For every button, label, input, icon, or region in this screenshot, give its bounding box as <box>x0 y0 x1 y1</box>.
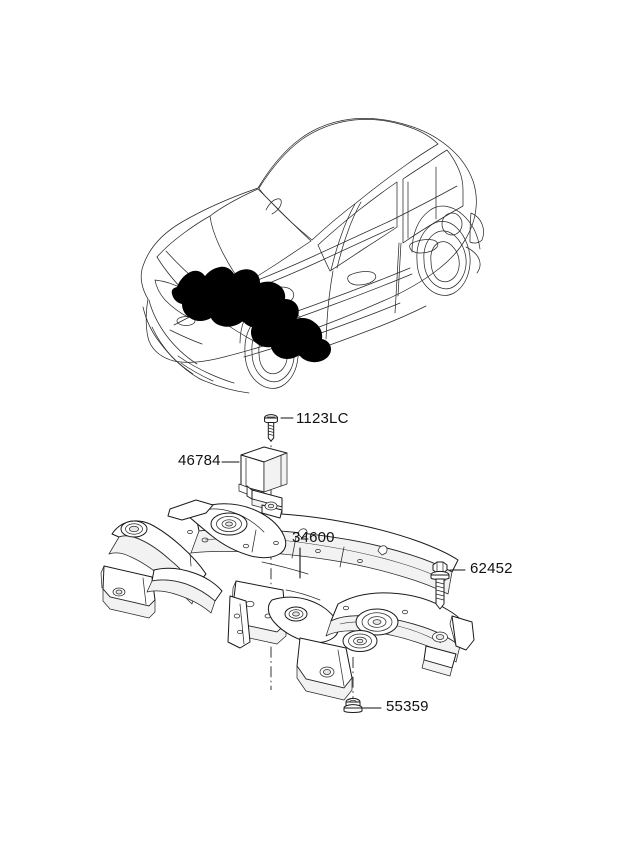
callout-label-1123LC: 1123LC <box>296 410 349 427</box>
callout-label-34600: 34600 <box>292 529 335 546</box>
part-1123LC-bolt <box>264 414 278 442</box>
callout-label-55359: 55359 <box>386 698 429 715</box>
rear-wheel <box>416 221 471 296</box>
highlight-region <box>171 266 331 363</box>
callout-label-62452: 62452 <box>470 560 513 577</box>
part-62452-bolt <box>430 561 450 610</box>
part-34600-crossmember <box>100 499 475 701</box>
callout-label-46784: 46784 <box>178 452 221 469</box>
part-46784-module <box>238 446 288 519</box>
part-55359-nut <box>343 697 363 713</box>
callout-leader-lines <box>221 417 466 709</box>
